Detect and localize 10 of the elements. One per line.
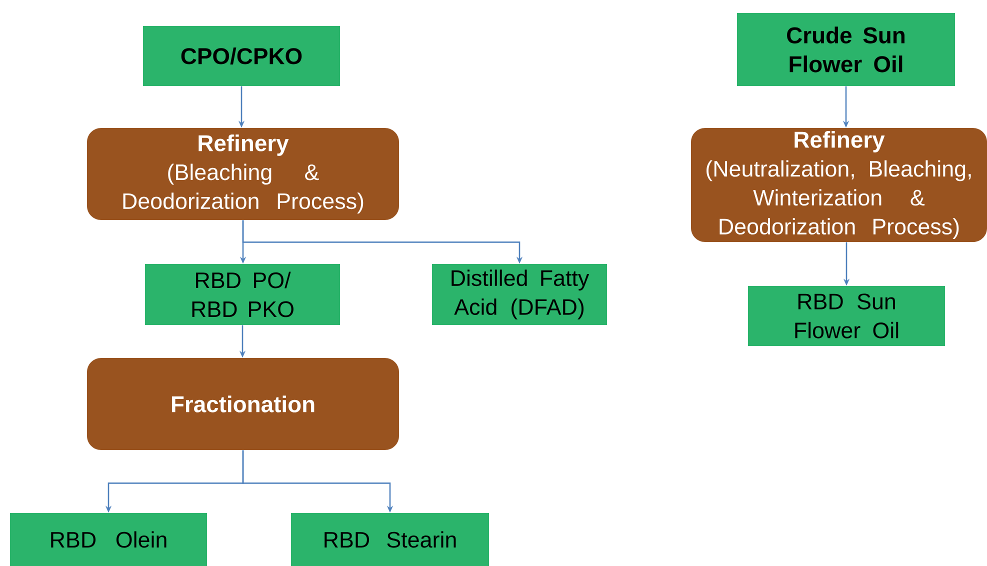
process-box: CPO/CPKO bbox=[143, 26, 340, 86]
process-box: Distilled Fatty Acid (DFAD) bbox=[432, 264, 607, 325]
process-box: Crude Sun Flower Oil bbox=[737, 13, 955, 86]
process-step-box: Fractionation bbox=[87, 358, 399, 450]
process-box: RBD Olein bbox=[10, 513, 207, 566]
process-step-box: Refinery (Neutralization, Bleaching, Winterization & Deodorization Process) bbox=[691, 128, 987, 242]
process-box: RBD Stearin bbox=[291, 513, 489, 566]
process-box: RBD PO/ RBD PKO bbox=[145, 264, 340, 325]
process-box: RBD Sun Flower Oil bbox=[748, 286, 945, 346]
process-step-box: Refinery (Bleaching & Deodorization Process) bbox=[87, 128, 399, 220]
